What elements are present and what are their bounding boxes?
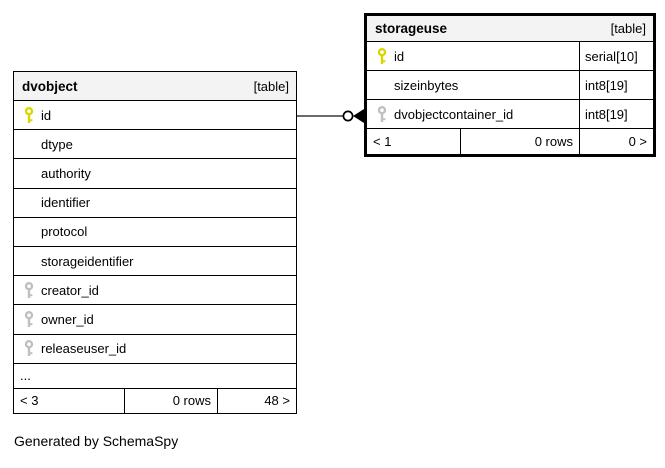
generated-by-credit: Generated by SchemaSpy bbox=[14, 433, 179, 449]
table-title: storageuse bbox=[375, 21, 448, 36]
pager-row-count: 0 rows bbox=[461, 129, 580, 154]
foreign-key-icon bbox=[22, 310, 35, 328]
table-type-badge: [table] bbox=[253, 78, 289, 94]
table-header-dvobject[interactable]: dvobject [table] bbox=[14, 72, 296, 101]
table-title: dvobject bbox=[22, 78, 78, 94]
column-name: dtype bbox=[41, 136, 73, 152]
hidden-columns-ellipsis: ... bbox=[14, 364, 296, 389]
column-name: owner_id bbox=[41, 311, 94, 327]
pager-next[interactable]: 0 > bbox=[628, 134, 647, 149]
table-dvobject[interactable]: dvobject [table] id dtype authority iden… bbox=[13, 71, 297, 414]
primary-key-icon bbox=[22, 106, 35, 124]
foreign-key-icon bbox=[22, 340, 35, 357]
column-row-protocol: protocol bbox=[14, 218, 296, 247]
column-row-releaseuser-id: releaseuser_id bbox=[14, 335, 296, 364]
table-header-storageuse[interactable]: storageuse [table] bbox=[367, 16, 653, 42]
column-type: int8[19] bbox=[579, 100, 653, 128]
column-row-dtype: dtype bbox=[14, 130, 296, 160]
pager-prev[interactable]: < 3 bbox=[14, 388, 125, 413]
pager-row-count: 0 rows bbox=[125, 388, 218, 413]
column-name: releaseuser_id bbox=[41, 341, 127, 357]
column-row-owner-id: owner_id bbox=[14, 305, 296, 335]
table-type-badge: [table] bbox=[610, 21, 646, 36]
column-name: authority bbox=[41, 165, 91, 181]
table-storageuse[interactable]: storageuse [table] id serial[10] sizeinb… bbox=[364, 13, 656, 157]
zero-cardinality-circle bbox=[342, 110, 354, 122]
pager-prev[interactable]: < 1 bbox=[367, 129, 461, 154]
column-row-creator-id: creator_id bbox=[14, 276, 296, 306]
column-name: protocol bbox=[41, 224, 88, 240]
arrowhead-icon bbox=[353, 109, 364, 123]
column-type: int8[19] bbox=[579, 71, 653, 99]
column-row-dvobjectcontainer-id: dvobjectcontainer_id int8[19] bbox=[367, 100, 653, 129]
column-name: id bbox=[394, 48, 405, 64]
column-row-authority: authority bbox=[14, 159, 296, 189]
pager-next[interactable]: 48 > bbox=[264, 393, 290, 409]
column-row-id: id serial[10] bbox=[367, 42, 653, 71]
foreign-key-icon bbox=[22, 281, 35, 299]
table-pager: < 3 0 rows 48 > bbox=[14, 388, 296, 413]
column-row-sizeinbytes: sizeinbytes int8[19] bbox=[367, 71, 653, 100]
column-row-storageidentifier: storageidentifier bbox=[14, 247, 296, 277]
column-type: serial[10] bbox=[579, 42, 653, 70]
column-name: storageidentifier bbox=[41, 253, 134, 269]
table-pager: < 1 0 rows 0 > bbox=[367, 129, 653, 154]
primary-key-icon bbox=[375, 47, 388, 65]
relationship-connector bbox=[297, 109, 364, 123]
column-name: dvobjectcontainer_id bbox=[394, 106, 514, 122]
foreign-key-icon bbox=[375, 105, 388, 123]
column-row-id: id bbox=[14, 101, 296, 131]
column-row-identifier: identifier bbox=[14, 189, 296, 218]
column-name: creator_id bbox=[41, 282, 99, 298]
column-name: sizeinbytes bbox=[394, 77, 459, 93]
column-name: identifier bbox=[41, 195, 91, 211]
column-name: id bbox=[41, 107, 52, 123]
